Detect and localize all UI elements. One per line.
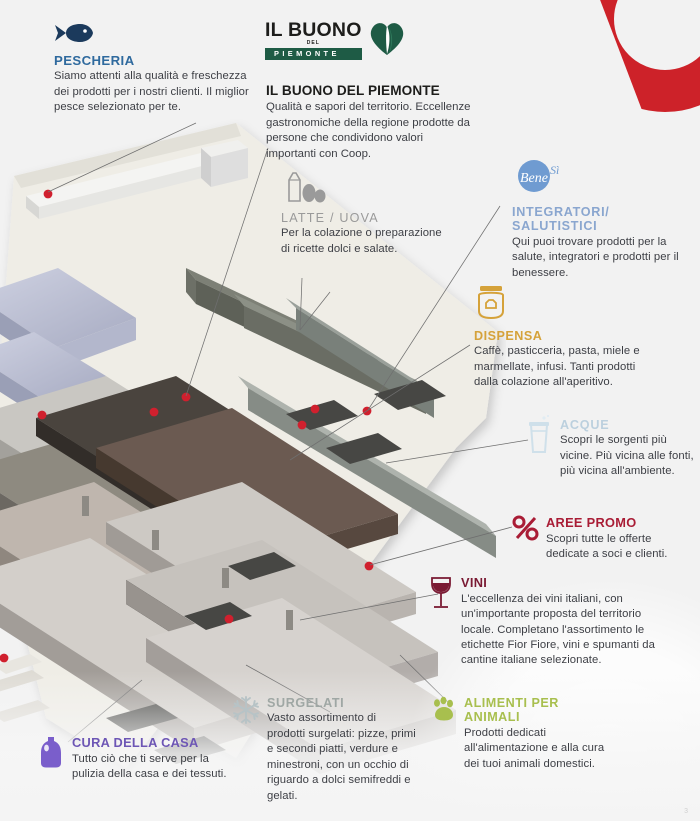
benesi-badge-icon: Bene Sì	[512, 158, 692, 203]
callout-body: Vasto assortimento di prodotti surgelati…	[267, 712, 416, 802]
callout-title: ACQUE	[560, 418, 610, 432]
detergent-bottle-icon	[38, 735, 64, 774]
callout-alimenti-animali[interactable]: ALIMENTI PER ANIMALI Prodotti dedicati a…	[430, 695, 605, 772]
callout-body: Siamo attenti alla qualità e freschezza …	[54, 70, 249, 113]
page-number: 3	[684, 808, 688, 815]
callout-acque[interactable]: ACQUE Scopri le sorgenti più vicine. Più…	[524, 414, 694, 480]
callout-title: CURA DELLA CASA	[72, 735, 199, 750]
callout-body: L'eccellenza dei vini italiani, con un'i…	[461, 592, 655, 667]
callout-body: Tutto ciò che ti serve per la pulizia de…	[72, 752, 227, 781]
logo-del-text: DEL	[306, 40, 320, 47]
logo-primary-text: IL BUONO	[265, 18, 362, 41]
callout-title: AREE PROMO	[546, 515, 637, 530]
water-glass-icon	[524, 414, 554, 461]
jam-jar-icon	[474, 283, 659, 326]
heart-leaf-icon	[366, 17, 408, 64]
brand-logo-block: IL BUONO DEL PIEMONTE	[265, 17, 408, 64]
callout-title: VINI	[461, 575, 488, 590]
coop-arc-decoration	[572, 0, 700, 112]
logo-piemonte-band: PIEMONTE	[265, 47, 362, 61]
intro-title: IL BUONO DEL PIEMONTE	[266, 83, 440, 98]
callout-dispensa[interactable]: DISPENSA Caffè, pasticceria, pasta, miel…	[474, 283, 659, 391]
wine-glass-icon	[428, 575, 454, 616]
callout-aree-promo[interactable]: AREE PROMO Scopri tutte le offerte dedic…	[512, 515, 692, 563]
svg-text:Bene: Bene	[520, 171, 548, 186]
callout-cura-casa[interactable]: CURA DELLA CASA Tutto ciò che ti serve p…	[38, 735, 243, 783]
callout-title: INTEGRATORI/ SALUTISTICI	[512, 205, 610, 234]
intro-body: Qualità e sapori del territorio. Eccelle…	[266, 101, 471, 160]
callout-surgelati[interactable]: SURGELATI Vasto assortimento di prodotti…	[231, 695, 416, 804]
callout-body: Qui puoi trovare prodotti per la salute,…	[512, 235, 679, 279]
callout-title: PESCHERIA	[54, 53, 135, 68]
percent-icon	[512, 515, 540, 546]
callout-title: LATTE / UOVA	[281, 211, 379, 225]
callout-latte-uova[interactable]: LATTE / UOVA Per la colazione o preparaz…	[281, 169, 446, 257]
paw-icon	[430, 695, 458, 728]
callout-pescheria[interactable]: PESCHERIA Siamo attenti alla qualità e f…	[54, 22, 254, 115]
callout-vini[interactable]: VINI L'eccellenza dei vini italiani, con…	[428, 575, 673, 669]
callout-body: Per la colazione o preparazione di ricet…	[281, 227, 442, 255]
snowflake-icon	[231, 695, 261, 730]
intro-block: IL BUONO DEL PIEMONTE Qualità e sapori d…	[266, 72, 471, 162]
fish-icon	[54, 22, 254, 49]
callout-title: DISPENSA	[474, 329, 543, 343]
callout-body: Prodotti dedicati all'alimentazione e al…	[464, 726, 605, 770]
milk-carton-egg-icon	[281, 169, 446, 208]
callout-body: Caffè, pasticceria, pasta, miele e marme…	[474, 345, 640, 389]
callout-body: Scopri tutte le offerte dedicate a soci …	[546, 532, 668, 561]
callout-integratori[interactable]: Bene Sì INTEGRATORI/ SALUTISTICI Qui puo…	[512, 158, 692, 281]
callout-body: Scopri le sorgenti più vicine. Più vicin…	[560, 434, 694, 478]
callout-title: SURGELATI	[267, 696, 345, 710]
callout-title: ALIMENTI PER ANIMALI	[464, 696, 559, 725]
svg-text:Sì: Sì	[550, 163, 559, 177]
